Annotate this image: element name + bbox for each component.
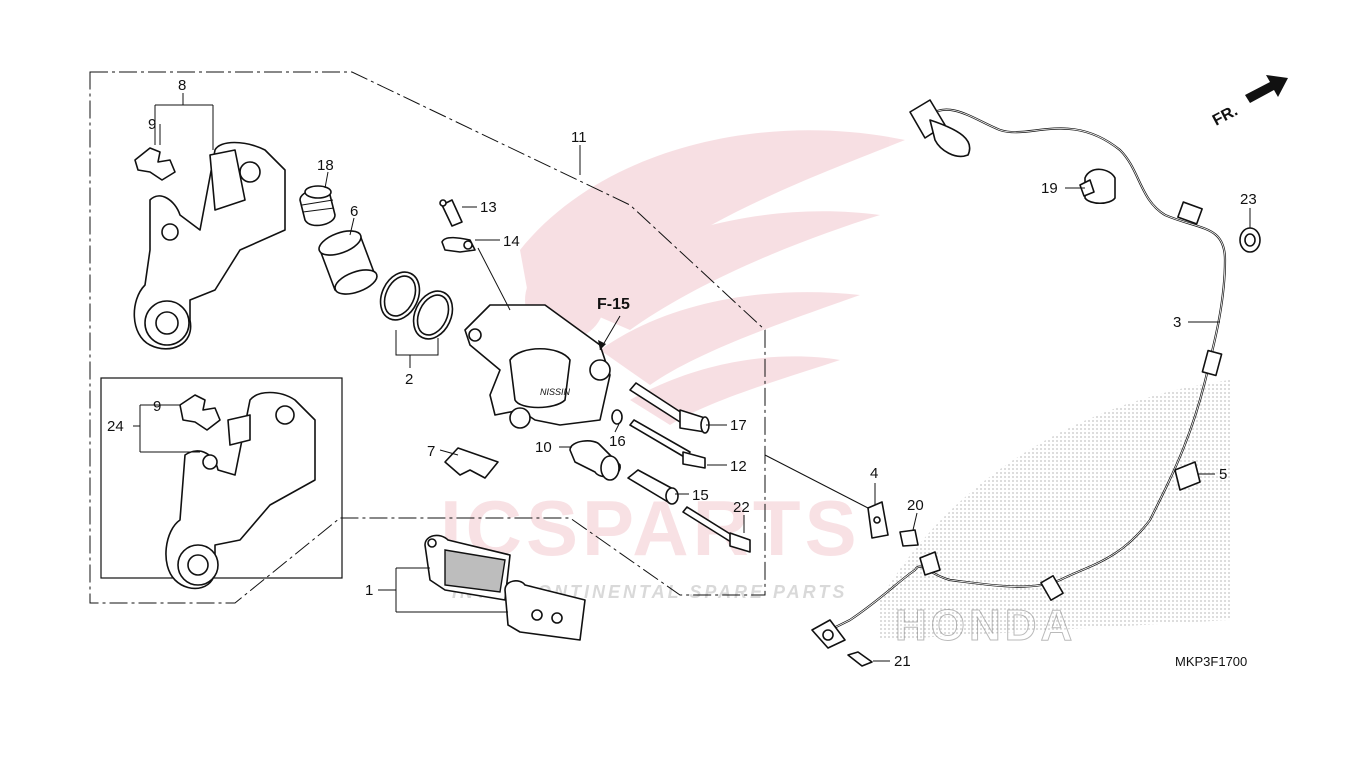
collar-part[interactable] (627, 469, 679, 505)
callout-1: 1 (365, 582, 373, 599)
callout-5: 5 (1219, 466, 1227, 483)
callout-4: 4 (870, 465, 878, 482)
sensor-bracket-part[interactable] (867, 501, 889, 539)
brake-pad-part[interactable] (424, 534, 586, 641)
sensor-bracket-bolt-part[interactable] (899, 529, 919, 547)
callout-15: 15 (692, 487, 709, 504)
callout-16: 16 (609, 433, 626, 450)
o-ring-part[interactable] (611, 409, 623, 425)
callout-9: 9 (148, 116, 156, 133)
abs-sensor-cable-part[interactable] (811, 99, 1227, 649)
callout-7: 7 (427, 443, 435, 460)
pin-boot-part[interactable] (569, 440, 621, 481)
caliper-body-part[interactable]: NISSIN (464, 304, 611, 429)
pin-bolt-part[interactable] (629, 382, 710, 434)
caliper-logo: NISSIN (540, 387, 571, 397)
pad-spring-alt-part[interactable] (179, 394, 221, 431)
caliper-bracket-part[interactable] (133, 141, 286, 350)
piston-part[interactable] (316, 226, 380, 299)
direction-label: FR. (1210, 102, 1241, 129)
grommet-part[interactable] (1239, 227, 1261, 253)
callout-23: 23 (1240, 191, 1257, 208)
callout-20: 20 (907, 497, 924, 514)
callout-14: 14 (503, 233, 520, 250)
callout-numbers: 8 9 18 6 2 11 13 14 17 16 10 12 7 15 22 … (107, 77, 1257, 670)
callout-21: 21 (894, 653, 911, 670)
bracket-bolt-part[interactable] (682, 506, 751, 553)
callout-24: 24 (107, 418, 124, 435)
reference-label: F-15 (597, 296, 630, 313)
alternate-bracket-part[interactable] (165, 391, 316, 590)
dotted-area-watermark (880, 380, 1230, 640)
honda-watermark: HONDA (895, 601, 1076, 650)
boot-part[interactable] (299, 185, 336, 227)
callout-6: 6 (350, 203, 358, 220)
callout-3: 3 (1173, 314, 1181, 331)
bracket-option-frame (100, 377, 343, 579)
forward-arrow-icon (1245, 75, 1288, 103)
sensor-bolt-part[interactable] (847, 651, 873, 667)
callout-2: 2 (405, 371, 413, 388)
callout-8: 8 (178, 77, 186, 94)
callout-11: 11 (571, 129, 587, 146)
clamp-part[interactable] (1079, 168, 1116, 205)
cable-clip-part[interactable] (1174, 461, 1201, 491)
slide-pin-part[interactable] (629, 419, 706, 469)
callout-17: 17 (730, 417, 747, 434)
bleed-cap-part[interactable] (441, 236, 476, 253)
caliper-assembly-frame (89, 71, 766, 604)
callout-9-alt: 9 (153, 398, 161, 415)
piston-seal-part[interactable] (373, 266, 460, 346)
callout-22: 22 (733, 499, 750, 516)
bleed-valve-part[interactable] (439, 199, 463, 227)
callout-13: 13 (480, 199, 497, 216)
pad-retainer-part[interactable] (444, 447, 499, 479)
diagram-code: MKP3F1700 (1175, 654, 1247, 669)
callout-12: 12 (730, 458, 747, 475)
leader-lines (133, 93, 1251, 662)
callout-10: 10 (535, 439, 552, 456)
callout-19: 19 (1041, 180, 1058, 197)
pad-spring-part[interactable] (134, 147, 176, 181)
callout-18: 18 (317, 157, 334, 174)
